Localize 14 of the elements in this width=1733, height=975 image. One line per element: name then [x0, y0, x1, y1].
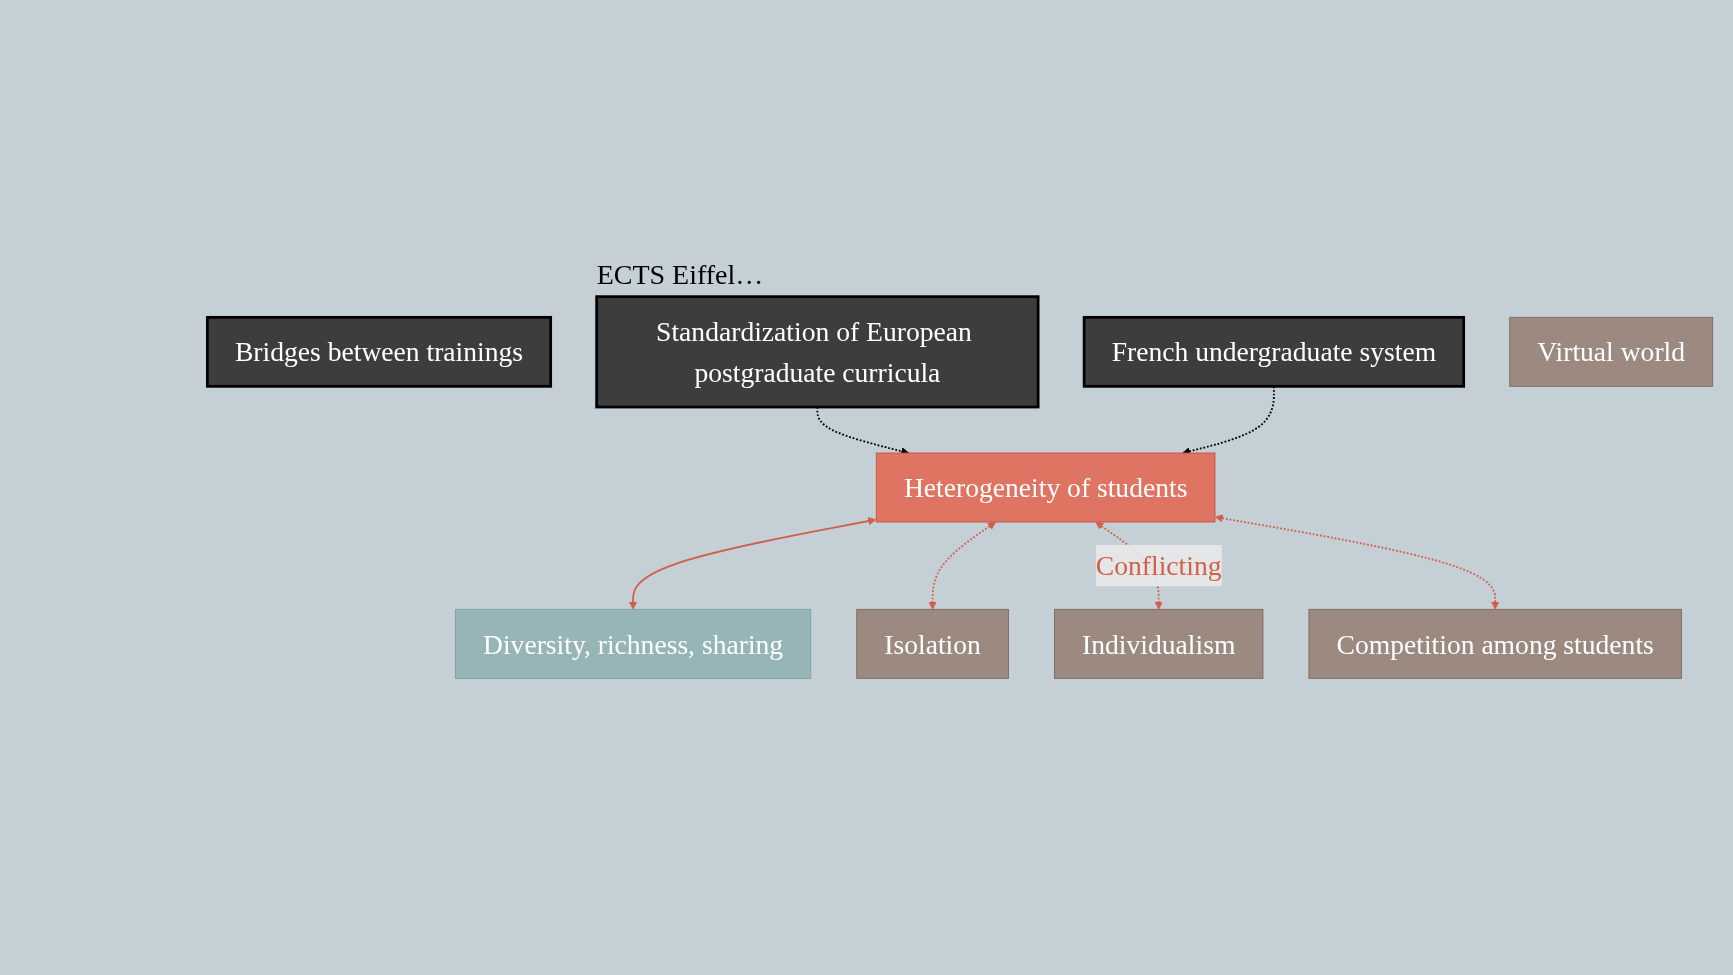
- arrow: [928, 521, 996, 610]
- node-box: Diversity, richness, sharing: [454, 608, 812, 679]
- node-box: Virtual world: [1509, 316, 1714, 387]
- node-box: Bridges between trainings: [206, 315, 553, 388]
- arrow: [1215, 514, 1500, 610]
- node-box: French undergraduate system: [1082, 315, 1466, 388]
- node-box: Individualism: [1054, 608, 1264, 679]
- node-box: Isolation: [856, 608, 1009, 679]
- node-box: Standardization of European postgraduate curricula: [595, 295, 1040, 409]
- side-note: ECTS Eiffel…: [596, 258, 764, 291]
- node-box: Heterogeneity of students: [875, 452, 1216, 523]
- arrow: [629, 517, 877, 610]
- edge-label: Conflicting: [1095, 550, 1222, 581]
- node-box: Competition among students: [1308, 608, 1682, 679]
